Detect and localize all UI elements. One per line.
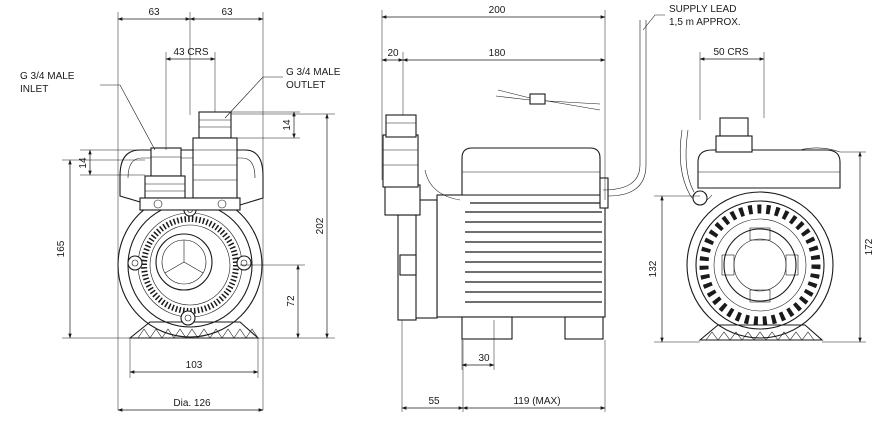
inlet-label-line1: G 3/4 MALE xyxy=(20,71,75,82)
side-dim-180: 180 xyxy=(489,48,506,59)
front-dim-165: 165 xyxy=(56,240,67,257)
rear-pump-outline xyxy=(679,117,841,341)
side-dim-30: 30 xyxy=(478,353,490,364)
side-dim-20: 20 xyxy=(387,48,399,59)
front-dim-63-left: 63 xyxy=(148,7,160,18)
motor-fins xyxy=(465,211,602,303)
front-dim-43-crs: 43 CRS xyxy=(173,47,208,58)
side-view: 200 20 180 SUPPLY LEAD 1,5 m APPROX. 30 … xyxy=(381,4,741,412)
front-dim-202: 202 xyxy=(315,217,326,234)
rear-dim-50-crs: 50 CRS xyxy=(713,47,748,58)
front-dimensions xyxy=(62,12,335,412)
side-dim-55: 55 xyxy=(428,396,440,407)
supply-lead-line2: 1,5 m APPROX. xyxy=(669,17,741,28)
front-dim-14-outlet: 14 xyxy=(282,119,293,131)
inlet-label-line2: INLET xyxy=(20,84,48,95)
front-pump-outline xyxy=(117,111,264,339)
outlet-label-line2: OUTLET xyxy=(286,80,325,91)
side-pump-outline xyxy=(382,20,647,370)
rear-dimensions xyxy=(654,52,866,343)
outlet-label-line1: G 3/4 MALE xyxy=(286,67,341,78)
rear-view: 50 CRS 132 172 xyxy=(648,47,875,343)
front-dim-dia-126: Dia. 126 xyxy=(173,398,211,409)
front-dim-63-right: 63 xyxy=(221,7,233,18)
front-dim-14-inlet: 14 xyxy=(78,157,89,169)
rear-dim-172: 172 xyxy=(864,238,875,255)
side-dim-119: 119 (MAX) xyxy=(513,396,560,407)
side-dim-200: 200 xyxy=(489,5,506,16)
front-dim-72: 72 xyxy=(286,295,297,307)
front-dim-103: 103 xyxy=(186,360,203,371)
rear-dim-132: 132 xyxy=(648,260,659,277)
supply-lead-line1: SUPPLY LEAD xyxy=(669,4,736,15)
side-dimensions xyxy=(381,10,665,412)
front-view: 63 63 43 CRS G 3/4 MALE INLET G 3/4 MALE… xyxy=(20,7,341,412)
